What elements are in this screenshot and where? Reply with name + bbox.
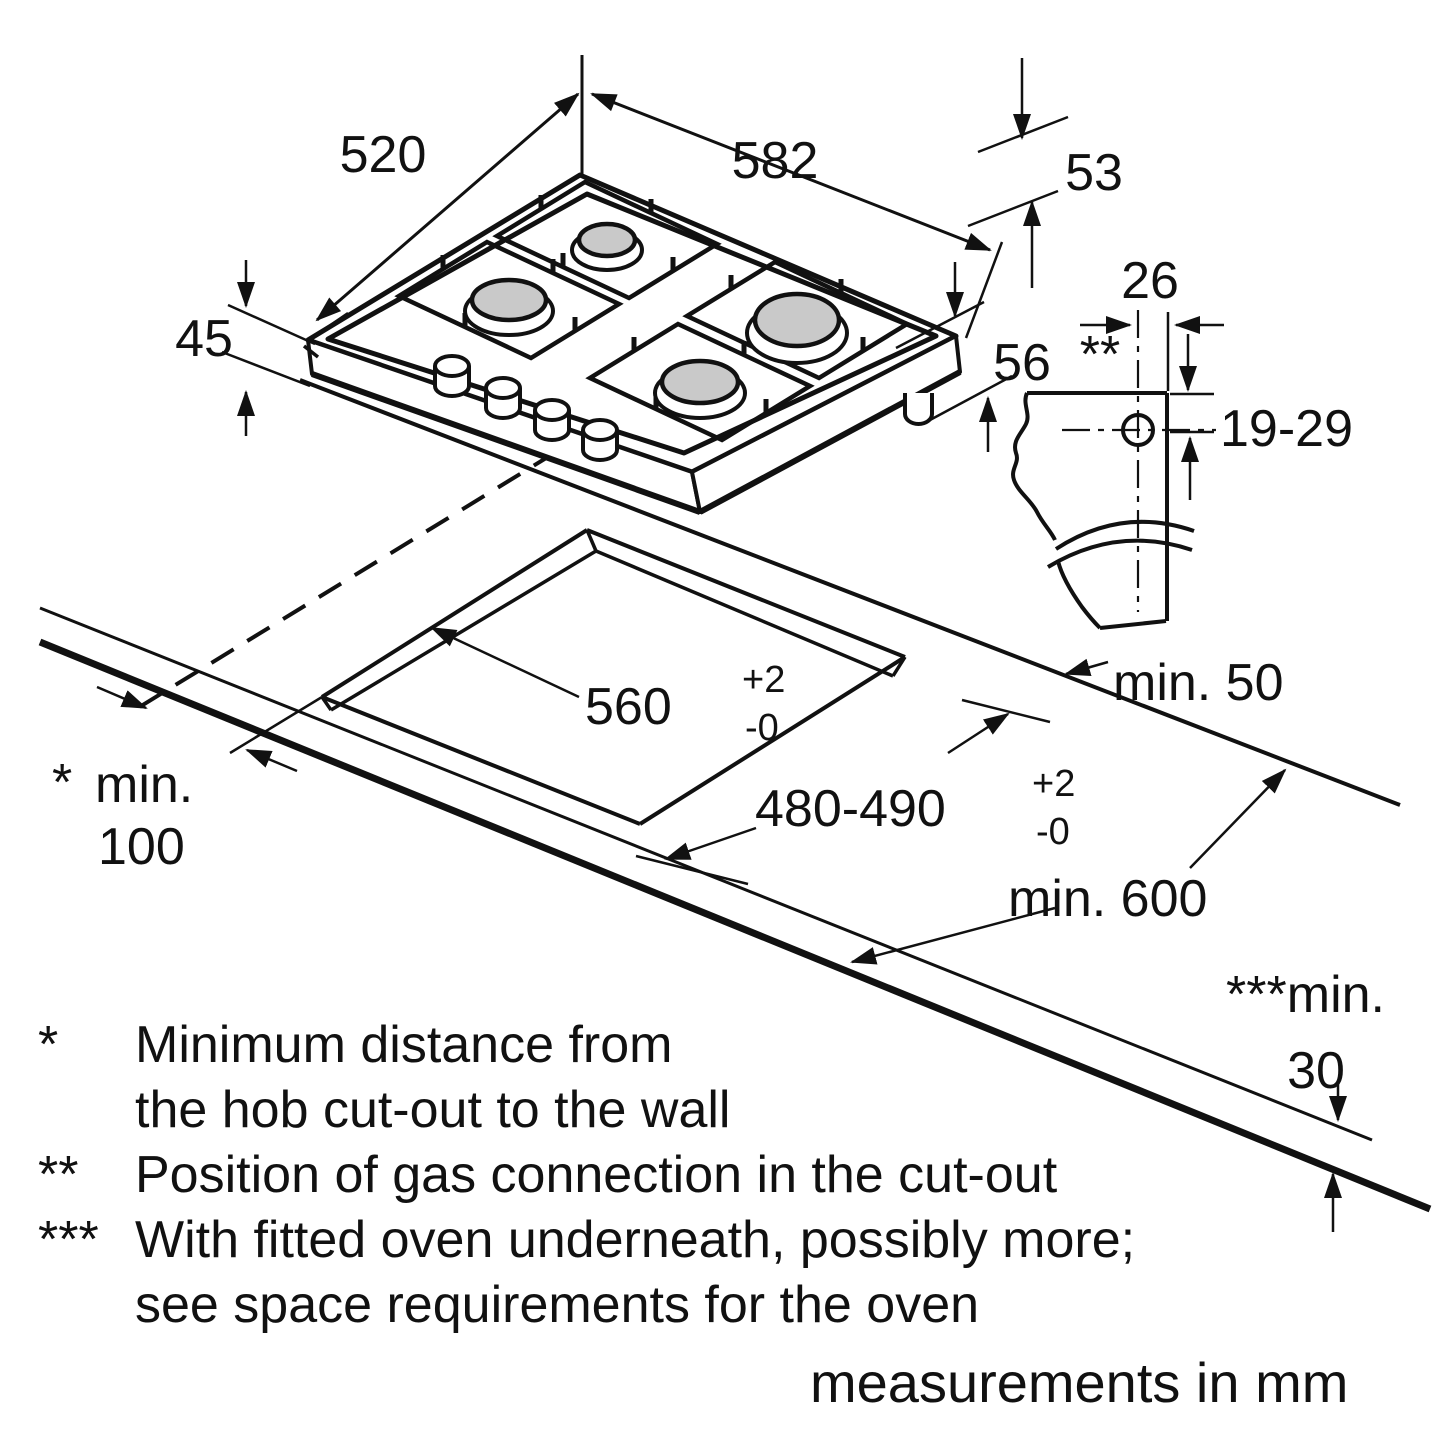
footnote-text: see space requirements for the oven <box>135 1276 979 1334</box>
dimension-560: 560 +2 -0 <box>430 626 785 749</box>
burner-cap <box>752 291 842 349</box>
cutout-outline <box>320 528 907 826</box>
dimension-arrow <box>430 626 580 699</box>
dim-560-label: 560 <box>585 678 672 736</box>
footnote-text: Minimum distance from <box>135 1016 672 1074</box>
detail-bottom-edge <box>1099 619 1167 630</box>
dimension-min100: * min. 100 <box>52 685 323 876</box>
gas-position-marker: ** <box>1080 326 1120 384</box>
knob <box>484 376 522 420</box>
worktop-drawing <box>38 378 1432 1213</box>
footnote-text: the hob cut-out to the wall <box>135 1081 731 1139</box>
wall-line-thick <box>38 638 1432 1213</box>
min100-value: 100 <box>98 818 185 876</box>
dimension-min50: min. 50 <box>1064 654 1284 712</box>
extension-line <box>964 241 1004 339</box>
dim-520-label: 520 <box>340 126 427 184</box>
knob <box>533 398 571 442</box>
dimension-53: 53 <box>967 58 1123 288</box>
hob-drawing <box>302 172 962 515</box>
gas-pipe <box>903 393 934 426</box>
dimension-arrow <box>1064 658 1109 677</box>
dim-480-490-label: 480-490 <box>755 780 946 838</box>
units-note: measurements in mm <box>810 1351 1348 1414</box>
cutout-front-right-edge <box>638 655 907 826</box>
extension-line <box>227 303 316 346</box>
dimension-arrow <box>1189 768 1287 869</box>
extension-line <box>895 300 985 350</box>
dim-56-label: 56 <box>993 334 1051 392</box>
cutout-rear-left-edge <box>320 528 589 699</box>
worktop-rear-edge-line <box>299 378 1401 807</box>
dimension-582: 582 <box>590 92 1004 339</box>
burner-cap <box>659 358 741 406</box>
dimension-arrow <box>947 712 1010 755</box>
dimension-line <box>590 92 992 252</box>
dimension-min600: min. 600 <box>850 768 1287 965</box>
dimension-arrow <box>245 748 298 773</box>
dimension-45: 45 <box>175 260 316 436</box>
pan-support-square <box>585 321 815 443</box>
footnote-text: Position of gas connection in the cut-ou… <box>135 1146 1058 1204</box>
dimension-520: 520 <box>309 55 584 341</box>
cutout-inner-right-edge <box>595 549 894 678</box>
dimension-line <box>315 92 580 322</box>
dimension-arrow <box>850 906 1056 965</box>
footnotes: * Minimum distance from the hob cut-out … <box>38 1016 1135 1334</box>
extension-line <box>229 695 323 755</box>
detail-left-edge <box>1011 392 1057 541</box>
gas-connection-detail: 26 ** 19-29 <box>1011 252 1353 630</box>
burner-cap <box>576 221 638 259</box>
dim-560-tol-minus: -0 <box>745 707 779 749</box>
min50-label: min. 50 <box>1113 654 1284 712</box>
cutout-rear-right-edge <box>586 528 906 659</box>
dim-45-label: 45 <box>175 310 233 368</box>
min100-marker: * <box>52 754 72 812</box>
extension-line <box>221 350 311 388</box>
footnote-marker: * <box>38 1016 58 1074</box>
cutout-corner-join <box>320 696 333 711</box>
hob-corner-step <box>302 344 320 359</box>
hob-bottom-edge <box>310 371 702 515</box>
cutout-front-left-edge <box>321 695 641 826</box>
footnote-marker: ** <box>38 1146 78 1204</box>
cutout-corner-join <box>891 656 907 677</box>
detail-break-line <box>1054 519 1195 551</box>
dim-480-tol-plus: +2 <box>1032 763 1075 805</box>
min30-value: 30 <box>1287 1042 1345 1100</box>
extension-line <box>929 374 1013 422</box>
dimension-19-29: 19-29 <box>1170 334 1353 500</box>
detail-break-line <box>1046 538 1193 569</box>
dim-560-tol-plus: +2 <box>742 659 785 701</box>
dimension-min30: ***min. 30 <box>1226 966 1385 1232</box>
min600-label: min. 600 <box>1008 870 1207 928</box>
extension-line <box>635 854 749 886</box>
dim-19-29-label: 19-29 <box>1220 400 1353 458</box>
knob <box>433 354 471 398</box>
dimension-56: 56 <box>895 262 1051 452</box>
dim-582-label: 582 <box>732 132 819 190</box>
pan-support-square <box>682 259 912 381</box>
dim-480-tol-minus: -0 <box>1036 811 1070 853</box>
extension-line <box>961 698 1051 724</box>
min100-word: min. <box>95 756 193 814</box>
min30-label: ***min. <box>1226 966 1385 1024</box>
knob <box>581 418 619 462</box>
cutout-inner-left-edge <box>330 549 597 712</box>
burner-cap <box>469 277 549 323</box>
dimension-480-490: 480-490 +2 -0 <box>635 698 1075 886</box>
detail-left-lower-edge <box>1056 560 1102 630</box>
extension-line <box>967 189 1059 228</box>
dim-53-label: 53 <box>1065 144 1123 202</box>
projection-dashed-line <box>126 450 558 716</box>
cutout-corner-join <box>585 529 598 552</box>
dimension-26: 26 ** <box>1080 252 1224 384</box>
footnote-marker: *** <box>38 1211 99 1269</box>
dim-26-label: 26 <box>1121 252 1179 310</box>
dimension-arrow <box>96 685 148 710</box>
footnote-text: With fitted oven underneath, possibly mo… <box>135 1211 1135 1269</box>
control-knobs <box>433 354 619 462</box>
dimension-arrow <box>664 826 757 861</box>
